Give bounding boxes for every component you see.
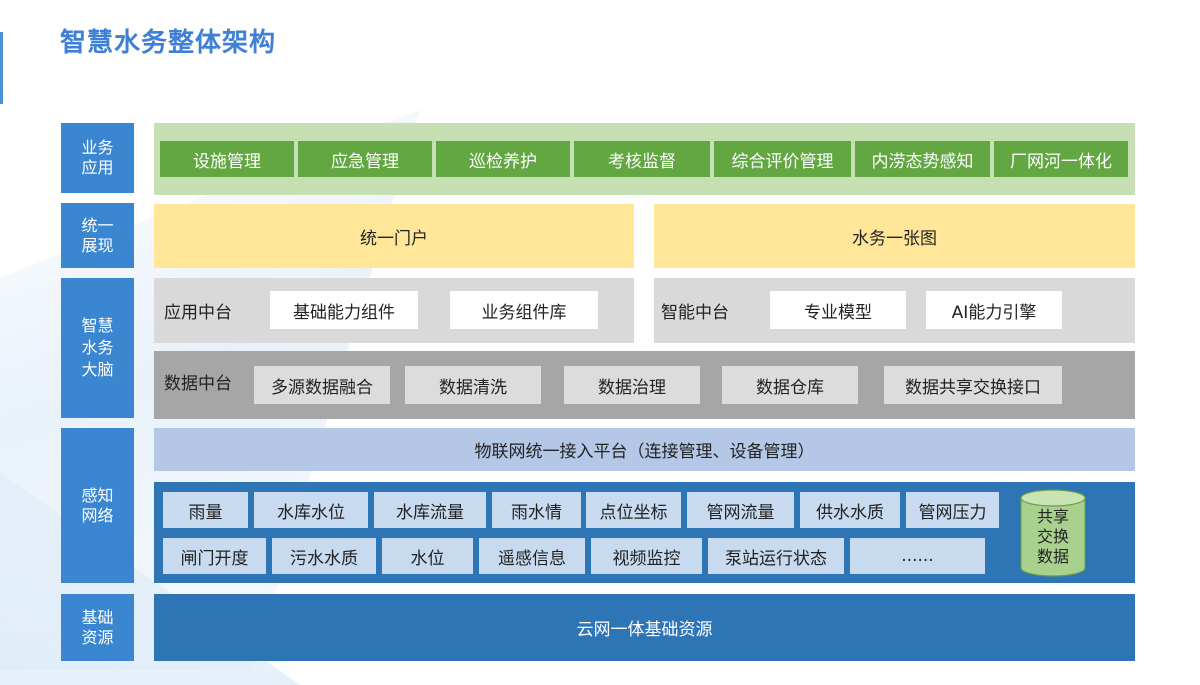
category-business: 业务 应用 bbox=[61, 123, 134, 193]
app-emergency-management[interactable]: 应急管理 bbox=[298, 141, 432, 177]
sensor-sewage-quality[interactable]: 污水水质 bbox=[272, 538, 376, 574]
data-platform-band: 数据中台 多源数据融合 数据清洗 数据治理 数据仓库 数据共享交换接口 bbox=[154, 351, 1135, 419]
app-waterlogging-awareness[interactable]: 内涝态势感知 bbox=[855, 141, 990, 177]
cloud-network-base-resource[interactable]: 云网一体基础资源 bbox=[154, 594, 1135, 661]
sensor-reservoir-level[interactable]: 水库水位 bbox=[254, 492, 368, 528]
basic-capability-components[interactable]: 基础能力组件 bbox=[270, 291, 418, 329]
professional-model[interactable]: 专业模型 bbox=[770, 291, 906, 329]
app-platform-label: 应用中台 bbox=[164, 303, 232, 323]
sensor-rain-water[interactable]: 雨水情 bbox=[492, 492, 581, 528]
sensor-more[interactable]: ...... bbox=[850, 538, 985, 574]
app-assessment-supervision[interactable]: 考核监督 bbox=[574, 141, 710, 177]
category-display: 统一 展现 bbox=[61, 203, 134, 268]
sensor-water-level[interactable]: 水位 bbox=[382, 538, 473, 574]
category-base: 基础 资源 bbox=[61, 594, 134, 661]
ai-capability-engine[interactable]: AI能力引擎 bbox=[926, 291, 1062, 329]
iot-access-platform[interactable]: 物联网统一接入平台（连接管理、设备管理） bbox=[154, 428, 1135, 471]
unified-portal[interactable]: 统一门户 bbox=[154, 204, 634, 268]
sensor-pipe-flow[interactable]: 管网流量 bbox=[687, 492, 794, 528]
business-component-library[interactable]: 业务组件库 bbox=[450, 291, 598, 329]
data-governance[interactable]: 数据治理 bbox=[564, 366, 700, 404]
app-plant-network-river[interactable]: 厂网河一体化 bbox=[994, 141, 1128, 177]
sensor-water-supply-quality[interactable]: 供水水质 bbox=[800, 492, 900, 528]
water-one-map[interactable]: 水务一张图 bbox=[654, 204, 1135, 268]
app-facility-management[interactable]: 设施管理 bbox=[160, 141, 294, 177]
business-apps-band: 设施管理 应急管理 巡检养护 考核监督 综合评价管理 内涝态势感知 厂网河一体化 bbox=[154, 123, 1135, 195]
data-platform-label: 数据中台 bbox=[164, 373, 232, 394]
sensing-band: 雨量 水库水位 水库流量 雨水情 点位坐标 管网流量 供水水质 管网压力 闸门开… bbox=[154, 482, 1135, 583]
category-sensing: 感知 网络 bbox=[61, 428, 134, 583]
sensor-video-monitoring[interactable]: 视频监控 bbox=[591, 538, 702, 574]
ai-platform-label: 智能中台 bbox=[661, 303, 729, 323]
app-comprehensive-evaluation[interactable]: 综合评价管理 bbox=[714, 141, 851, 177]
data-sharing-interface[interactable]: 数据共享交换接口 bbox=[884, 366, 1062, 404]
app-platform-band: 应用中台 基础能力组件 业务组件库 bbox=[154, 278, 634, 343]
sensor-gate-opening[interactable]: 闸门开度 bbox=[163, 538, 266, 574]
app-inspection-maintenance[interactable]: 巡检养护 bbox=[436, 141, 570, 177]
sensor-pump-station-status[interactable]: 泵站运行状态 bbox=[708, 538, 844, 574]
left-accent-bar bbox=[0, 32, 3, 104]
ai-platform-band: 智能中台 专业模型 AI能力引擎 bbox=[654, 278, 1135, 343]
page-title: 智慧水务整体架构 bbox=[60, 28, 277, 58]
sensor-point-coordinates[interactable]: 点位坐标 bbox=[586, 492, 681, 528]
shared-data-label: 共享 交换 数据 bbox=[1036, 507, 1069, 566]
sensor-reservoir-flow[interactable]: 水库流量 bbox=[374, 492, 486, 528]
sensor-remote-sensing[interactable]: 遥感信息 bbox=[479, 538, 585, 574]
database-icon bbox=[1020, 489, 1086, 577]
sensor-pipe-pressure[interactable]: 管网压力 bbox=[906, 492, 999, 528]
data-cleaning[interactable]: 数据清洗 bbox=[405, 366, 541, 404]
sensor-rainfall[interactable]: 雨量 bbox=[163, 492, 248, 528]
multi-source-data-fusion[interactable]: 多源数据融合 bbox=[254, 366, 390, 404]
category-brain: 智慧 水务 大脑 bbox=[61, 278, 134, 418]
data-warehouse[interactable]: 数据仓库 bbox=[722, 366, 858, 404]
shared-data-cylinder: 共享 交换 数据 bbox=[1019, 488, 1087, 578]
